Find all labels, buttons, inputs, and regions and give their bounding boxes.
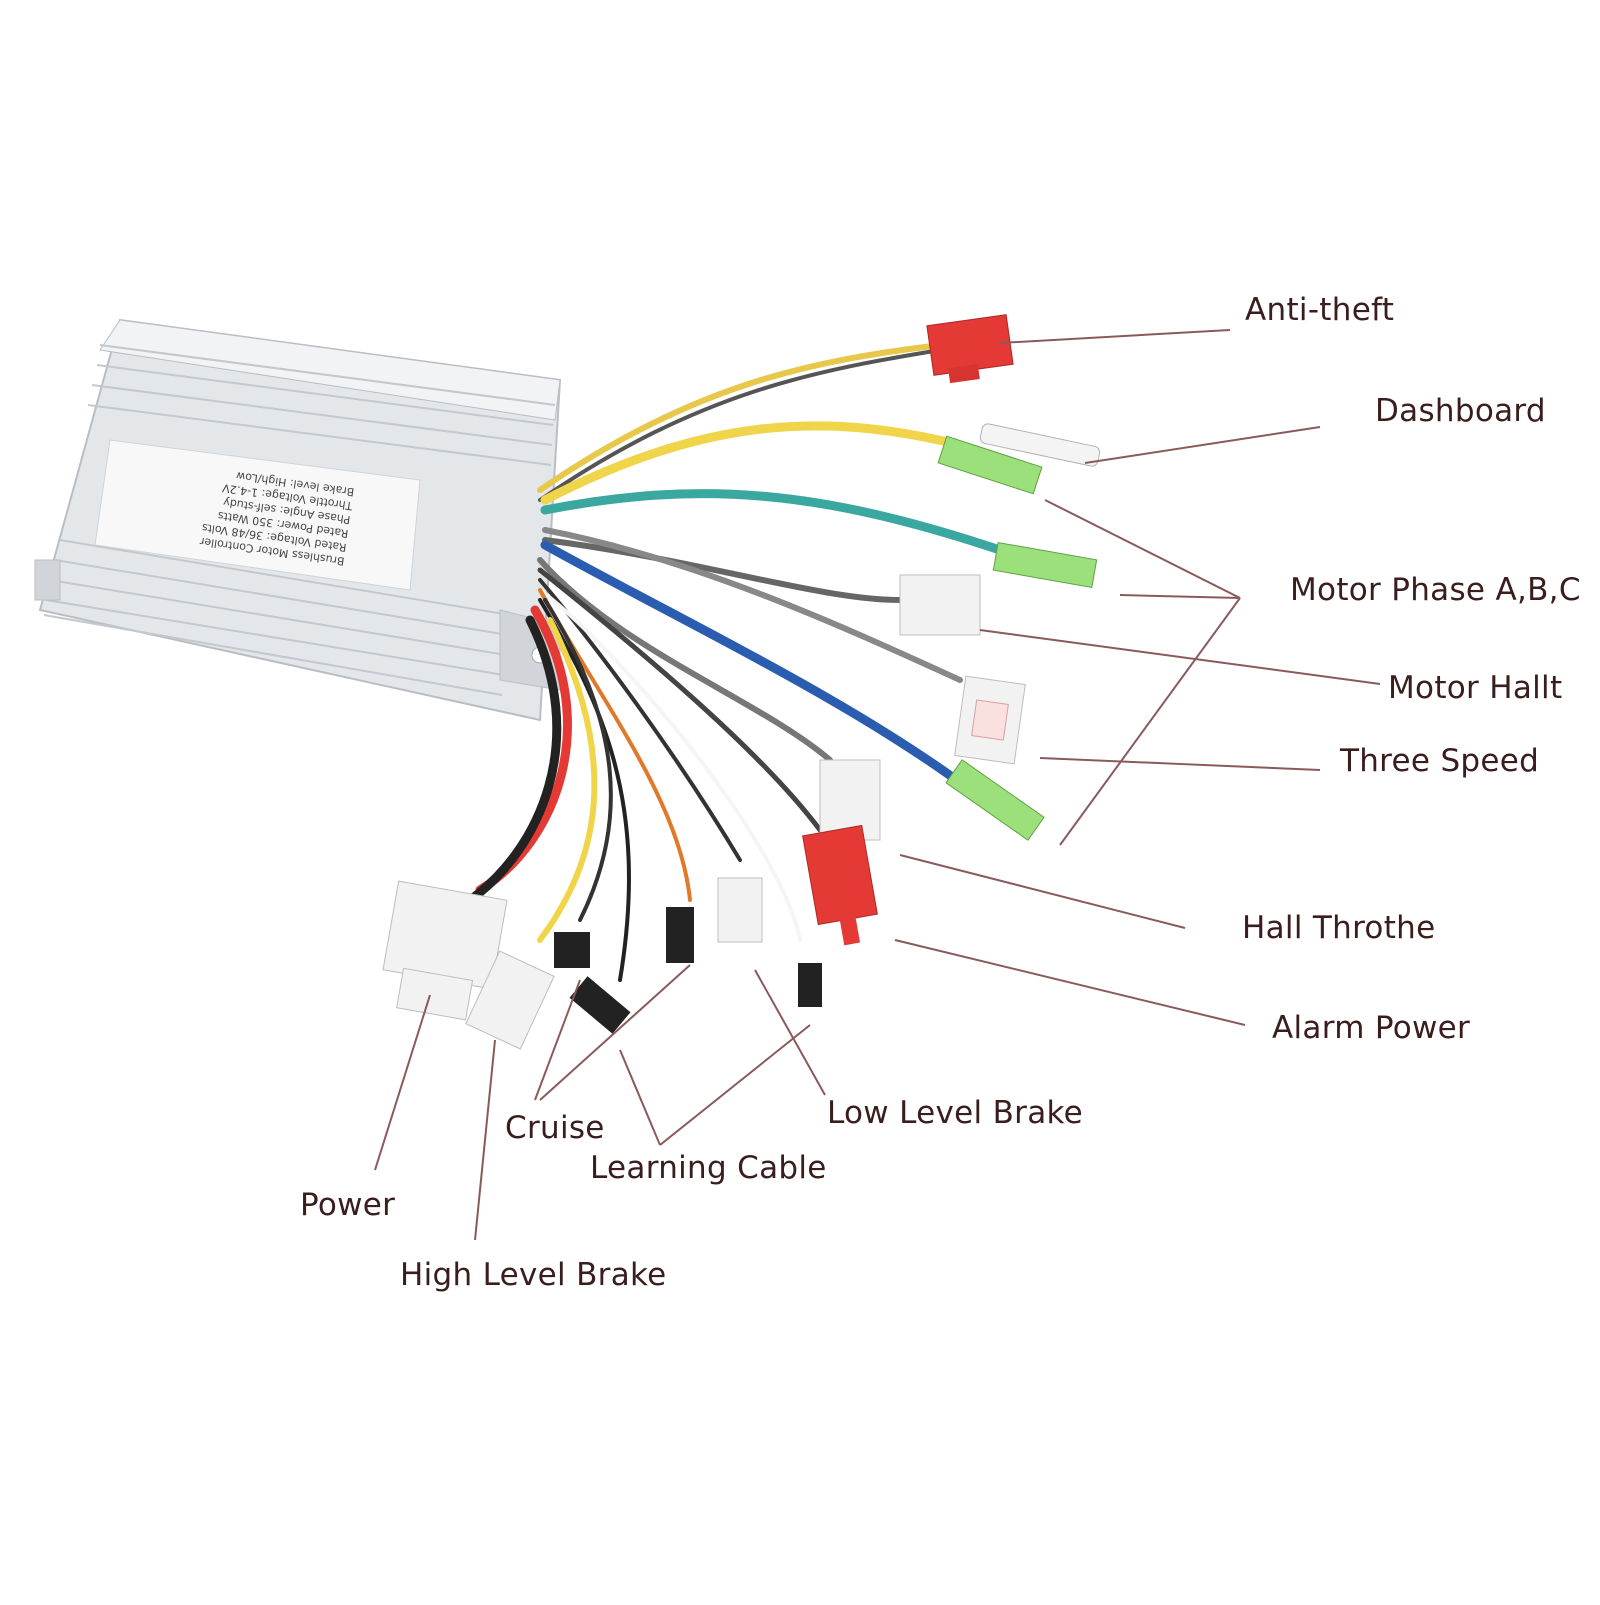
wire-anti-theft-yellow	[537, 342, 943, 493]
leader-hall-throttle	[899, 854, 1186, 929]
leader-cruise-b	[539, 964, 691, 1101]
label-dashboard: Dashboard	[1375, 393, 1546, 429]
label-three-speed: Three Speed	[1340, 743, 1540, 779]
leader-learning-b	[619, 1049, 661, 1146]
wire-alarm	[537, 567, 823, 833]
leader-high-brake	[474, 1039, 496, 1241]
leader-three-speed	[1039, 757, 1321, 771]
wire-cruise	[543, 598, 613, 922]
wire-bundle	[465, 342, 1005, 982]
spec-sticker: Brushless Motor Controller Rated Voltage…	[94, 439, 421, 591]
learning-connector-upper	[666, 907, 694, 963]
learning-connector-lower	[569, 976, 631, 1034]
motor-hall-connector	[899, 574, 981, 636]
dashboard-connector	[979, 423, 1101, 467]
cooling-fins	[43, 344, 556, 696]
controller-case: Brushless Motor Controller Rated Voltage…	[34, 318, 562, 722]
leader-low-brake	[754, 969, 826, 1096]
low-brake-connector-white	[717, 877, 763, 943]
leader-cruise-a	[534, 979, 581, 1101]
leader-phase-c	[1059, 597, 1241, 846]
wire-three-speed	[542, 527, 963, 683]
label-cruise: Cruise	[505, 1110, 605, 1146]
connectors	[382, 314, 1101, 1050]
alarm-power-connector	[802, 824, 878, 946]
high-brake-connector	[465, 950, 555, 1050]
leader-phase-b	[1119, 594, 1241, 599]
wire-low-brake-white	[538, 588, 802, 942]
leader-lines	[374, 329, 1381, 1241]
wire-anti-theft-dark	[538, 348, 942, 502]
leader-motor-hall	[979, 629, 1381, 685]
leader-dashboard	[1084, 426, 1321, 464]
wire-power-black	[465, 615, 562, 905]
label-motor-hall: Motor Hallt	[1388, 670, 1563, 706]
label-power: Power	[300, 1187, 396, 1223]
wire-phase-yellow	[540, 421, 965, 505]
leader-power	[374, 994, 431, 1171]
label-anti-theft: Anti-theft	[1245, 292, 1395, 328]
leader-anti-theft	[999, 329, 1231, 344]
leader-alarm-power	[894, 939, 1246, 1026]
label-high-level-brake: High Level Brake	[400, 1257, 667, 1293]
label-hall-throttle: Hall Throthe	[1242, 910, 1436, 946]
wire-phase-blue	[540, 540, 975, 795]
leader-learning-a	[659, 1024, 811, 1146]
cruise-connector	[554, 932, 590, 968]
wire-phase-teal	[540, 489, 1005, 555]
label-low-level-brake: Low Level Brake	[827, 1095, 1084, 1131]
hall-throttle-connector	[819, 759, 881, 841]
phase-connector-a	[937, 435, 1043, 495]
phase-connector-c	[945, 759, 1045, 841]
label-learning-cable: Learning Cable	[590, 1150, 827, 1186]
three-speed-connector	[954, 675, 1026, 765]
wire-high-brake-yellow	[537, 617, 598, 943]
leader-phase-a	[1044, 499, 1241, 599]
power-connector	[382, 880, 508, 1021]
wire-learning-black	[538, 598, 631, 982]
low-brake-connector-black	[798, 963, 822, 1007]
label-alarm-power: Alarm Power	[1272, 1010, 1471, 1046]
label-motor-phase: Motor Phase A,B,C	[1290, 572, 1581, 608]
phase-connector-b	[992, 541, 1098, 589]
wire-hall-gray	[542, 537, 903, 603]
anti-theft-connector	[926, 314, 1014, 384]
wire-throttle	[537, 557, 833, 763]
